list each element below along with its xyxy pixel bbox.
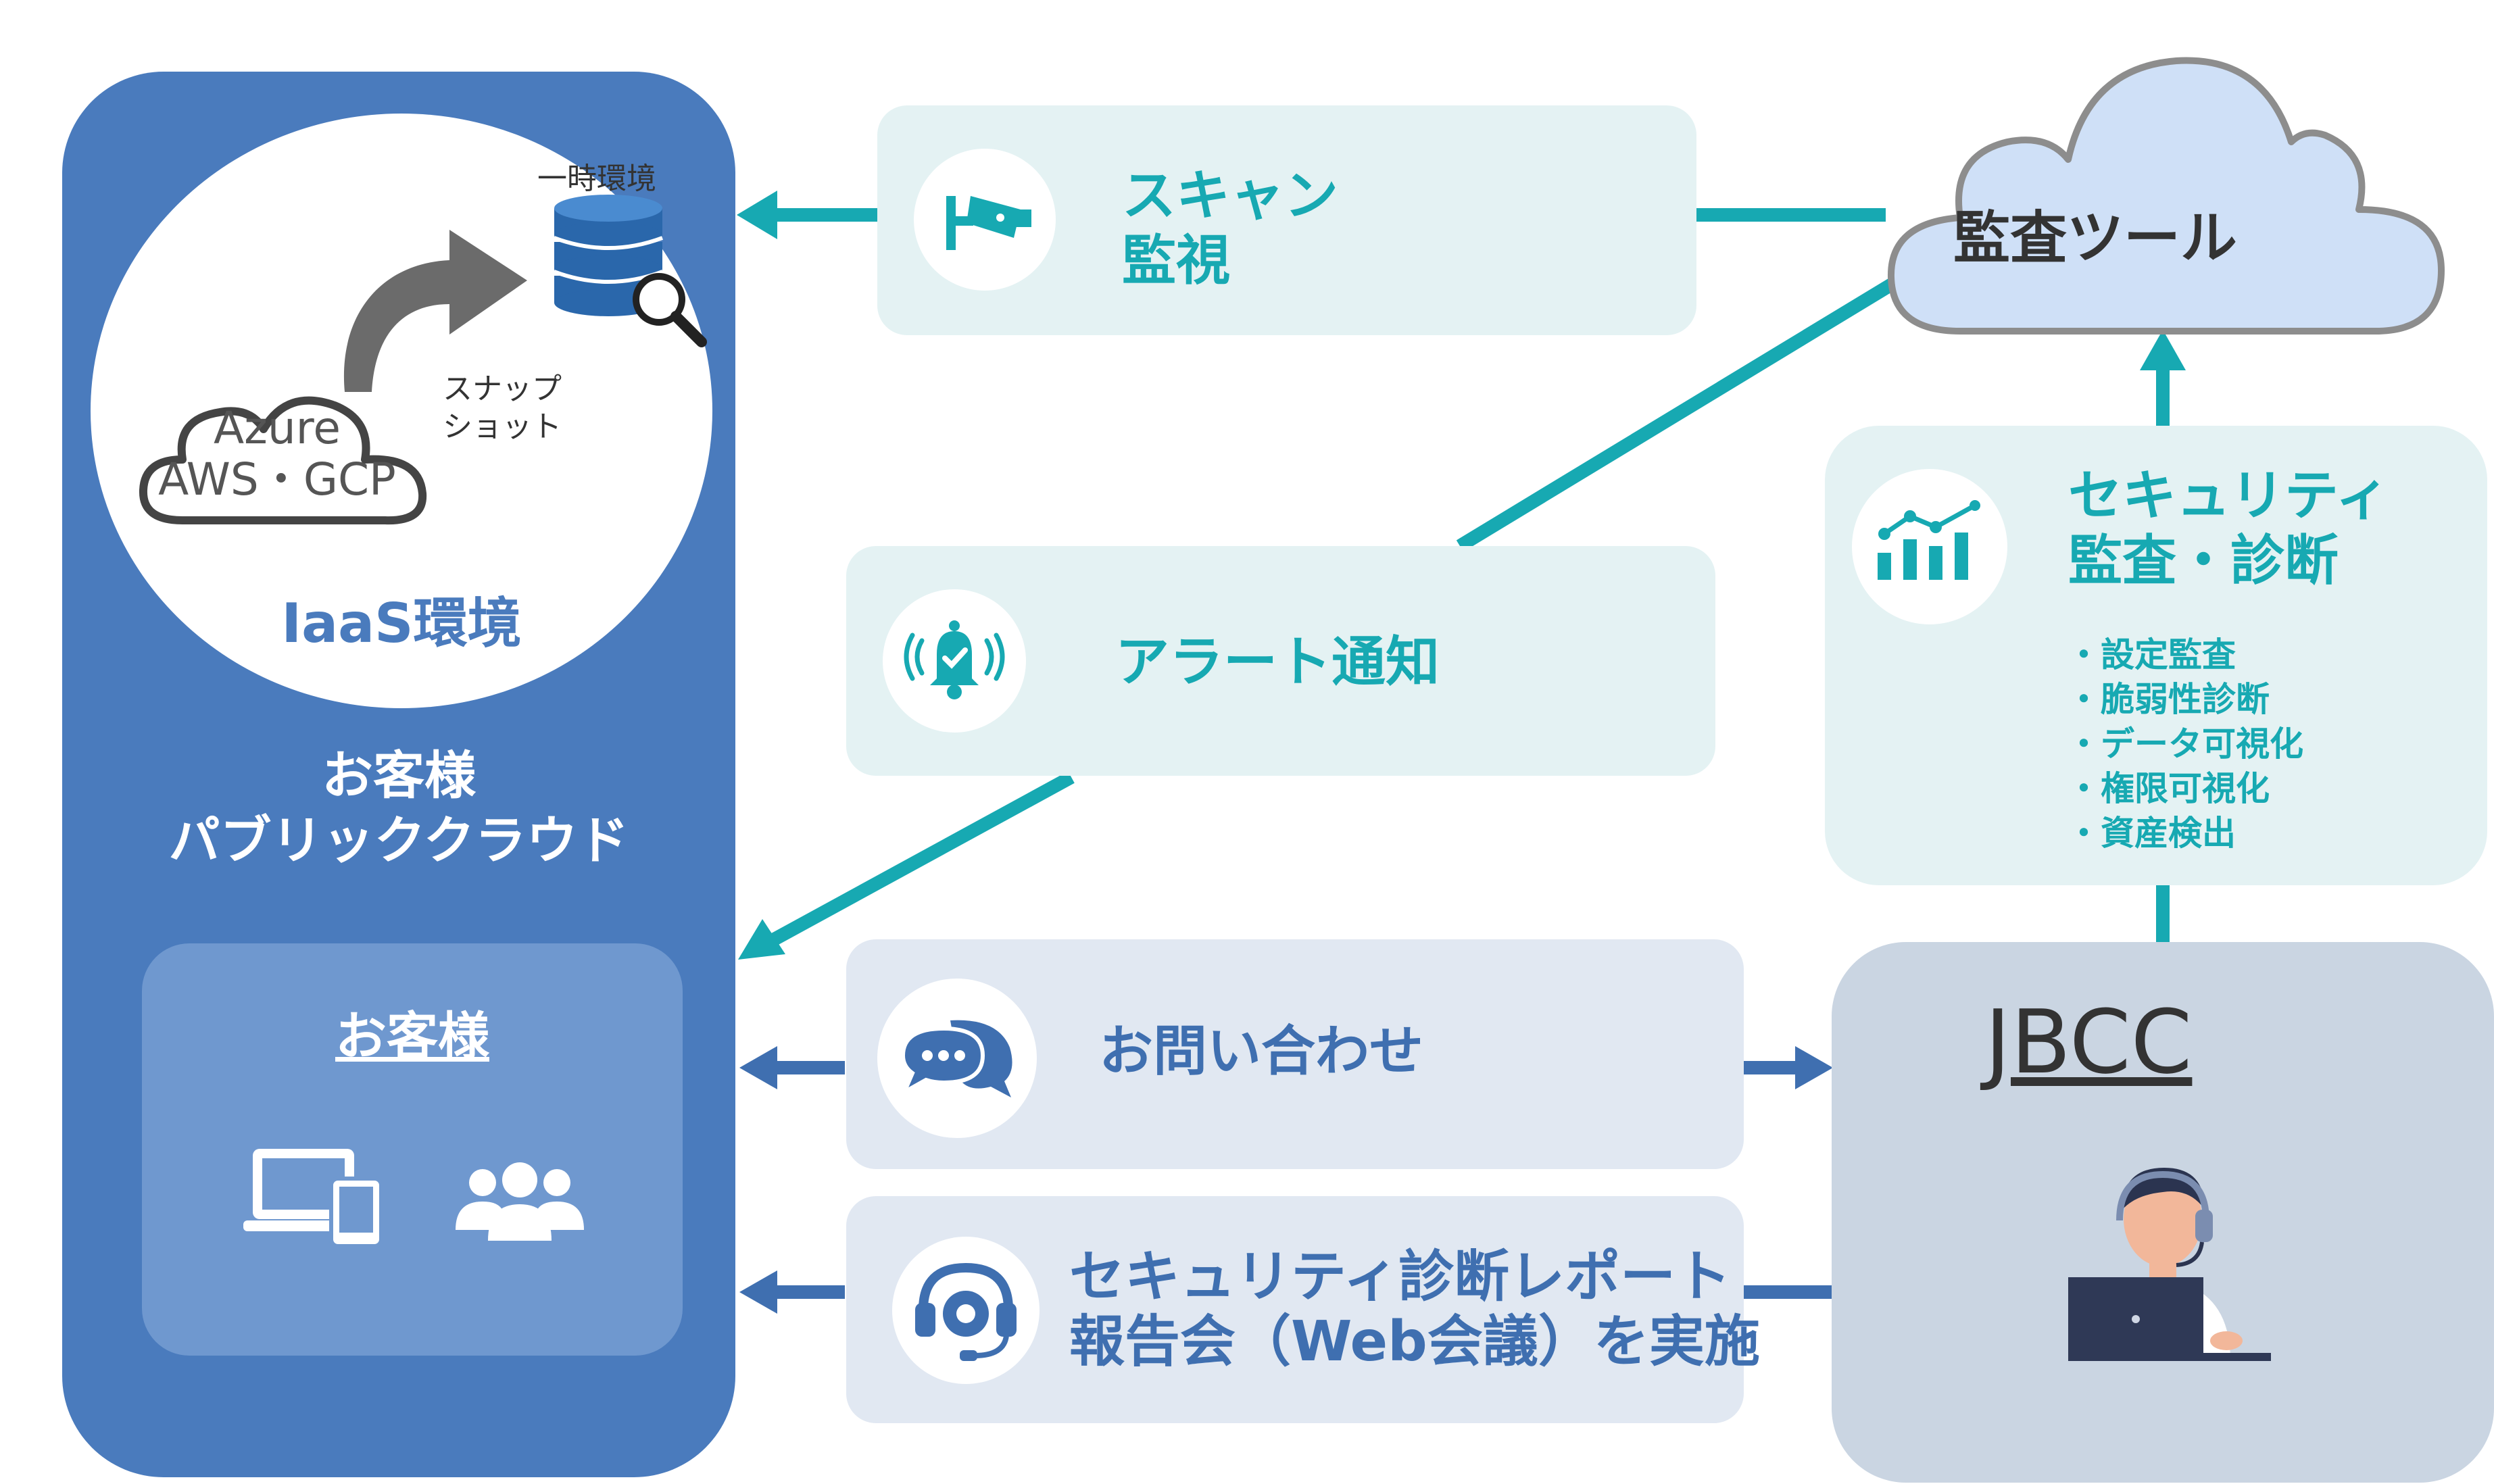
magnifier-icon [633,273,707,347]
alert-arrowhead [738,919,785,960]
list-item: ・資産検出 [2067,814,2236,853]
customer-inner-title: お客様 [335,1006,489,1066]
security-title-line1: セキュリティ [2068,464,2390,527]
public-cloud-label: Azure AWS・GCP [135,403,419,505]
scan-arrowhead [737,191,777,239]
alert-line-lower [767,771,1075,947]
devices-icon [243,1149,383,1247]
operator-icon [2068,1168,2271,1361]
audit-up-arrowhead [2140,330,2186,370]
camera-icon [946,196,1031,250]
report-label-line1: セキュリティ診断レポート [1069,1245,1732,1309]
bell-icon [904,620,1005,699]
list-item: ・データ可視化 [2067,724,2303,764]
security-audit-list: ・設定監査 ・脆弱性診断 ・データ可視化 ・権限可視化 ・資産検出 [2067,633,2303,856]
snapshot-label: スナップ ショット [443,370,562,446]
snapshot-line2: ショット [443,410,562,444]
cloud-line-aws-gcp: AWS・GCP [158,453,396,505]
chart-icon [1878,500,1980,580]
iaas-label: IaaS環境 [281,592,522,655]
scan-label-line1: スキャン [1122,164,1338,227]
inquiry-left-arrowhead [739,1046,777,1089]
jbcc-label: JBCC [1984,991,2193,1093]
chat-icon [900,1020,1012,1097]
users-icon [456,1162,584,1241]
cloud-line-azure: Azure [214,402,341,454]
snapshot-line1: スナップ [443,372,562,406]
scan-monitor-label: スキャン 監視 [1122,164,1338,293]
public-cloud-icon [139,396,427,525]
alert-line-upper [1456,278,1897,552]
customer-title-line2: パブリッククラウド [168,810,629,870]
temp-env-label: 一時環境 [537,162,656,196]
customer-title-line1: お客様 [322,745,476,806]
report-label: セキュリティ診断レポート 報告会（Web会議）を実施 [1069,1245,1760,1375]
security-title-line2: 監査・診断 [2068,529,2339,592]
customer-inner-box [142,943,683,1356]
report-label-line2: 報告会（Web会議）を実施 [1069,1310,1760,1374]
audit-tool-label: 監査ツール [1953,205,2237,271]
customer-cloud-title: お客様 パブリッククラウド [62,743,735,873]
list-item: ・権限可視化 [2067,769,2270,808]
list-item: ・設定監査 [2067,635,2236,674]
inquiry-label: お問い合わせ [1099,1020,1423,1083]
snapshot-arrow-icon [343,230,527,392]
report-arrowhead [739,1270,777,1314]
alert-label: アラート通知 [1115,630,1440,693]
list-item: ・脆弱性診断 [2067,680,2270,719]
support-icon [915,1262,1017,1361]
scan-label-line2: 監視 [1122,229,1230,292]
security-audit-title: セキュリティ 監査・診断 [2068,464,2389,593]
inquiry-right-arrowhead [1795,1046,1833,1089]
audit-tool-cloud-icon [1887,57,2445,335]
